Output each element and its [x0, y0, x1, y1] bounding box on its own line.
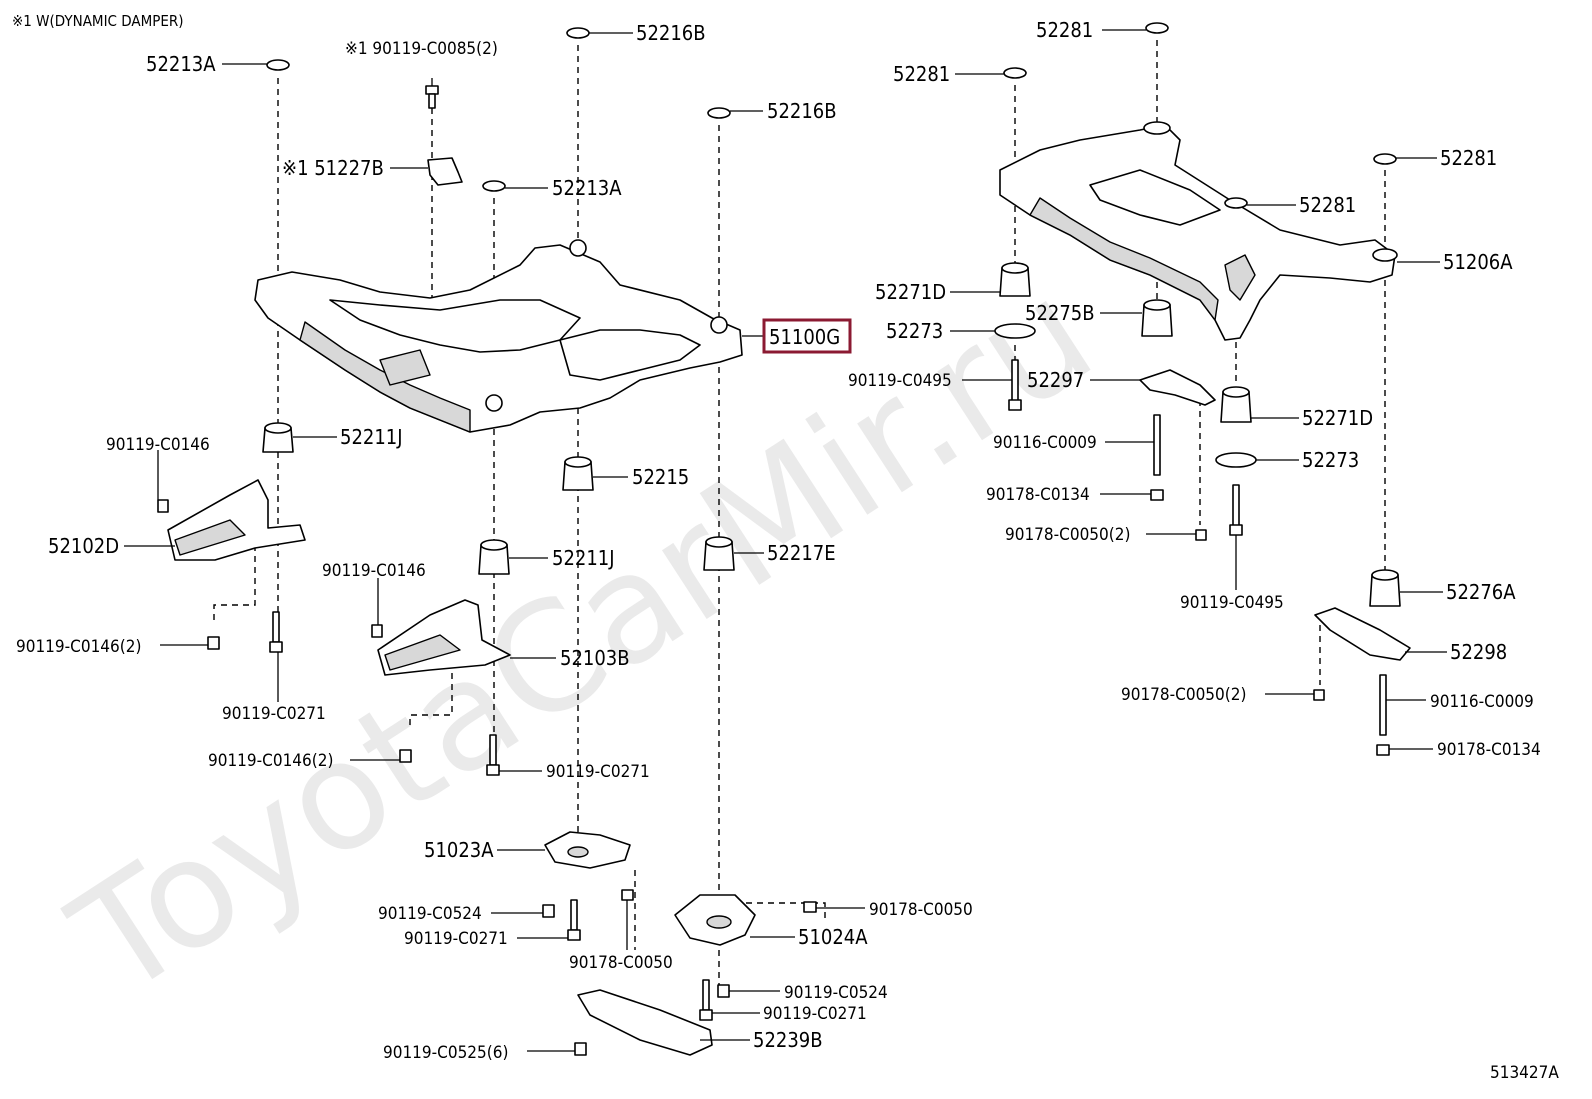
left-small-parts	[157, 27, 817, 1056]
right-small-parts	[994, 22, 1411, 756]
label-90119-C0271: 90119-C0271	[546, 762, 650, 782]
label-52298: 52298	[1450, 640, 1507, 664]
label-90178-C0134: 90178-C0134	[986, 485, 1090, 505]
label-52211J: 52211J	[340, 425, 403, 449]
label-52271D: 52271D	[1302, 406, 1373, 430]
front-crossmember-51100G[interactable]	[254, 239, 743, 433]
label-52273: 52273	[886, 319, 943, 343]
label-51206A: 51206A	[1443, 250, 1513, 274]
label-90119-C0271: 90119-C0271	[222, 704, 326, 724]
label-52239B: 52239B	[753, 1028, 823, 1052]
label-52281: 52281	[893, 62, 950, 86]
label-51024A: 51024A	[798, 925, 868, 949]
label-90119-C0524: 90119-C0524	[378, 904, 482, 924]
label-90119-C0271: 90119-C0271	[763, 1004, 867, 1024]
label-52271D: 52271D	[875, 280, 946, 304]
label-52281: 52281	[1440, 146, 1497, 170]
label-90178-C0050-2: 90178-C0050(2)	[1121, 685, 1246, 705]
highlight-box-51100G	[762, 318, 852, 354]
label-52281: 52281	[1036, 18, 1093, 42]
damper-note: ※1 W(DYNAMIC DAMPER)	[12, 12, 184, 30]
diagram-code: 513427A	[1490, 1063, 1559, 1083]
label-51023A: 51023A	[424, 838, 494, 862]
label-90178-C0050-2: 90178-C0050(2)	[1005, 525, 1130, 545]
label-52217E: 52217E	[767, 541, 836, 565]
label-51227B: ※1 51227B	[282, 156, 384, 180]
label-90119-C0146: 90119-C0146	[322, 561, 426, 581]
label-52275B: 52275B	[1025, 301, 1095, 325]
label-52103B: 52103B	[560, 646, 630, 670]
label-90119-C0085: ※1 90119-C0085(2)	[345, 39, 498, 59]
label-52213A: 52213A	[146, 52, 216, 76]
label-90178-C0050: 90178-C0050	[569, 953, 673, 973]
label-90119-C0524: 90119-C0524	[784, 983, 888, 1003]
label-52216B: 52216B	[636, 21, 706, 45]
label-52276A: 52276A	[1446, 580, 1516, 604]
label-52281: 52281	[1299, 193, 1356, 217]
label-90119-C0146-2: 90119-C0146(2)	[16, 637, 141, 657]
label-90119-C0146-2: 90119-C0146(2)	[208, 751, 333, 771]
label-90116-C0009: 90116-C0009	[1430, 692, 1534, 712]
label-90119-C0495: 90119-C0495	[848, 371, 952, 391]
label-52273: 52273	[1302, 448, 1359, 472]
label-52215: 52215	[632, 465, 689, 489]
label-90116-C0009: 90116-C0009	[993, 433, 1097, 453]
label-90119-C0495: 90119-C0495	[1180, 593, 1284, 613]
label-90178-C0050: 90178-C0050	[869, 900, 973, 920]
label-90178-C0134: 90178-C0134	[1437, 740, 1541, 760]
label-90119-C0271: 90119-C0271	[404, 929, 508, 949]
label-52216B: 52216B	[767, 99, 837, 123]
label-52213A: 52213A	[552, 176, 622, 200]
label-90119-C0146: 90119-C0146	[106, 435, 210, 455]
label-52297: 52297	[1027, 368, 1084, 392]
label-51100G: 51100G	[769, 325, 840, 349]
rear-suspension-member[interactable]	[999, 121, 1398, 341]
label-90119-C0525-6: 90119-C0525(6)	[383, 1043, 508, 1063]
part-labels: ※1 W(DYNAMIC DAMPER) 52213A ※1 90119-C00…	[12, 12, 1559, 1083]
label-52211J: 52211J	[552, 546, 615, 570]
label-52102D: 52102D	[48, 534, 119, 558]
leader-lines	[124, 29, 1447, 1052]
